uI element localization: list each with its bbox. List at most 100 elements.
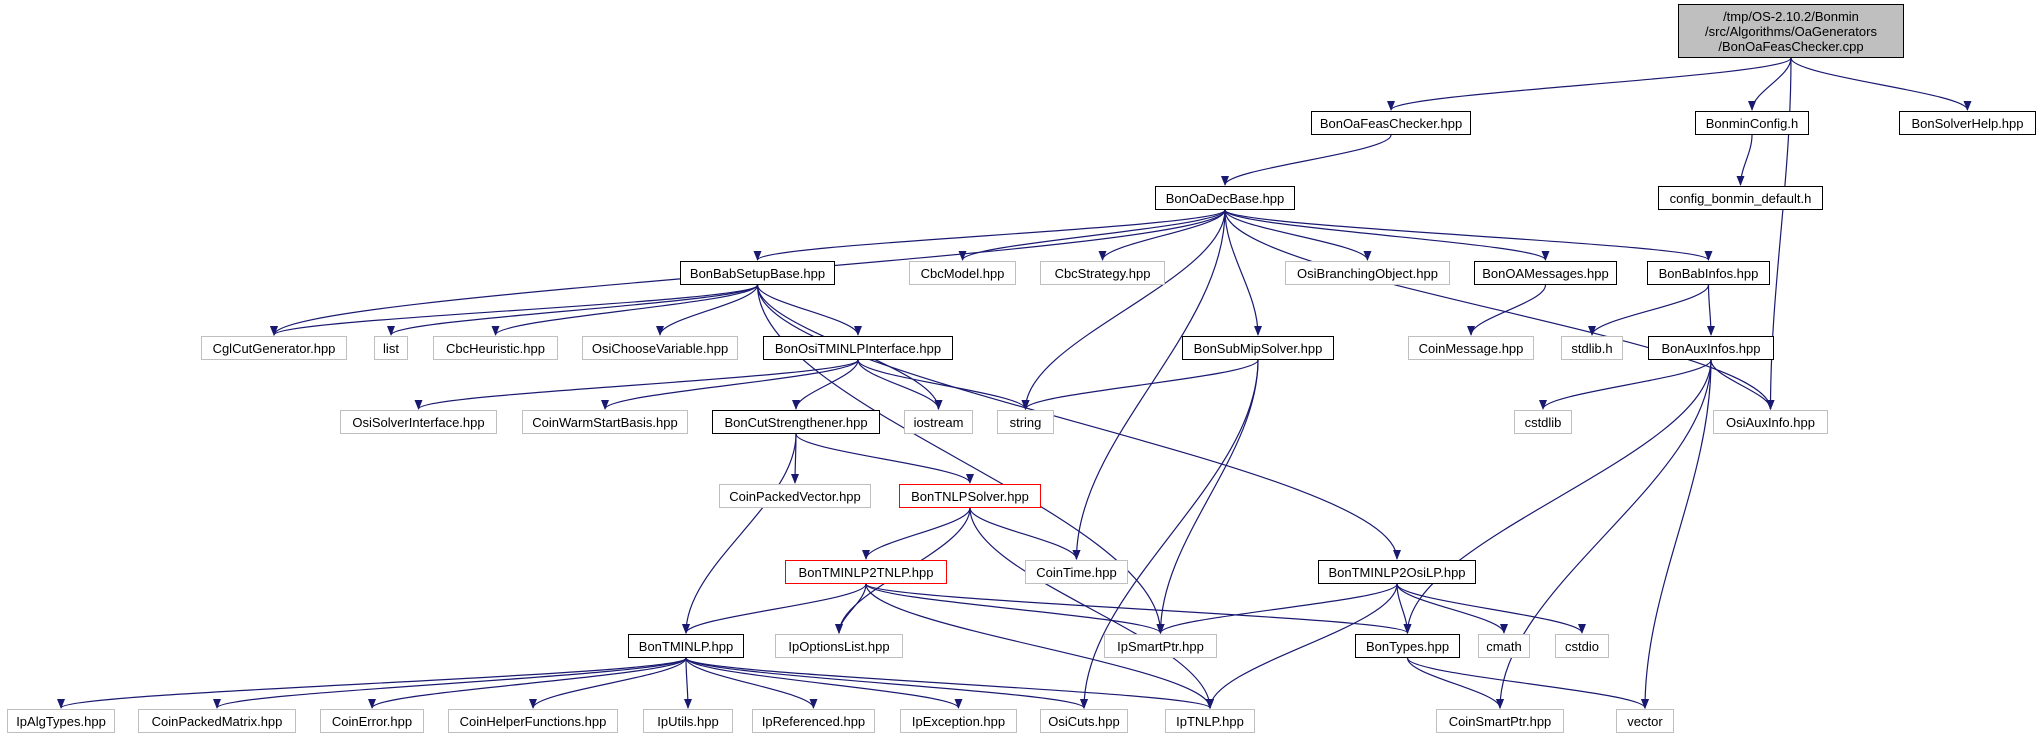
- file-node-osicuts-hpp: OsiCuts.hpp: [1040, 709, 1128, 733]
- edge-bonauxinfos-hpp-to-osiauxinfo-hpp: [1710, 359, 1775, 410]
- edge-root-to-bonminconfig-h: [1748, 57, 1792, 111]
- edge-bonoafeaschecker-hpp-to-bonoadecbase-hpp: [1221, 134, 1392, 186]
- edge-bonbabsetupbase-hpp-to-ipsmartptr-hpp: [756, 284, 1165, 634]
- file-node-cstdlib: cstdlib: [1514, 410, 1572, 434]
- node-label: BonTNLPSolver.hpp: [911, 488, 1029, 504]
- edge-bontminlp2osilp-hpp-to-ipsmartptr-hpp: [1156, 583, 1398, 634]
- node-label: OsiAuxInfo.hpp: [1726, 414, 1815, 430]
- file-node-bonsolverhelp-hpp[interactable]: BonSolverHelp.hpp: [1899, 111, 2036, 135]
- edge-bontminlp2tnlp-hpp-to-bontminlp-hpp: [682, 583, 867, 634]
- file-node-iptnlp-hpp: IpTNLP.hpp: [1165, 709, 1255, 733]
- file-node-ipreferenced-hpp: IpReferenced.hpp: [752, 709, 875, 733]
- node-label: vector: [1627, 713, 1663, 729]
- file-node-cointime-hpp: CoinTime.hpp: [1025, 560, 1128, 584]
- edge-root-to-osiauxinfo-hpp: [1766, 57, 1792, 410]
- file-node-bonbabinfos-hpp[interactable]: BonBabInfos.hpp: [1647, 261, 1770, 285]
- edge-bonoadecbase-hpp-to-cbcmodel-hpp: [958, 209, 1226, 261]
- edge-bontminlp-hpp-to-ipexception-hpp: [685, 657, 963, 709]
- node-label: BonSubMipSolver.hpp: [1193, 340, 1323, 356]
- node-label: BonBabSetupBase.hpp: [689, 265, 826, 281]
- edge-bontminlp-hpp-to-iptnlp-hpp: [685, 657, 1214, 709]
- node-label: BonOaDecBase.hpp: [1165, 190, 1285, 206]
- edge-bontminlp-hpp-to-coinerror-hpp: [368, 657, 687, 709]
- node-label: /tmp/OS-2.10.2/Bonmin /src/Algorithms/Oa…: [1705, 8, 1877, 54]
- edge-bontypes-hpp-to-vector: [1406, 657, 1649, 709]
- file-node-osichoosevariable-hpp: OsiChooseVariable.hpp: [582, 336, 738, 360]
- edge-bonbabinfos-hpp-to-stdlib-h: [1588, 284, 1710, 336]
- file-node-osiauxinfo-hpp: OsiAuxInfo.hpp: [1713, 410, 1828, 434]
- file-node-iostream: iostream: [904, 410, 973, 434]
- edge-bonauxinfos-hpp-to-bontypes-hpp: [1403, 359, 1712, 634]
- node-label: iostream: [913, 414, 964, 430]
- node-label: CbcStrategy.hpp: [1054, 265, 1151, 281]
- node-label: CoinError.hpp: [331, 713, 413, 729]
- node-label: IpSmartPtr.hpp: [1117, 638, 1204, 654]
- file-node-bontminlp2osilp-hpp[interactable]: BonTMINLP2OsiLP.hpp: [1318, 560, 1476, 584]
- edge-bonositminlpinterface-hpp-to-iostream: [857, 359, 943, 410]
- edge-bonositminlpinterface-hpp-to-string: [857, 359, 1030, 410]
- edge-bonbabsetupbase-hpp-to-bontminlp2osilp-hpp: [756, 284, 1401, 560]
- file-node-vector: vector: [1616, 709, 1674, 733]
- node-label: BonTMINLP2TNLP.hpp: [798, 564, 934, 580]
- file-node-ipexception-hpp: IpException.hpp: [900, 709, 1017, 733]
- file-node-boncutstrengthener-hpp[interactable]: BonCutStrengthener.hpp: [712, 410, 880, 434]
- node-label: IpAlgTypes.hpp: [16, 713, 106, 729]
- node-label: BonCutStrengthener.hpp: [724, 414, 868, 430]
- node-label: cmath: [1486, 638, 1522, 654]
- file-node-coinpackedvector-hpp: CoinPackedVector.hpp: [719, 484, 871, 508]
- edge-bonauxinfos-hpp-to-coinsmartptr-hpp: [1496, 359, 1712, 709]
- file-node-bonauxinfos-hpp[interactable]: BonAuxInfos.hpp: [1648, 336, 1774, 360]
- file-node-cbcmodel-hpp: CbcModel.hpp: [909, 261, 1016, 285]
- edge-bonbabsetupbase-hpp-to-list: [387, 284, 759, 336]
- file-node-bonminconfig-h[interactable]: BonminConfig.h: [1695, 111, 1809, 135]
- file-node-bontminlp-hpp[interactable]: BonTMINLP.hpp: [628, 634, 744, 658]
- file-node-stdlib-h: stdlib.h: [1561, 336, 1623, 360]
- node-label: BonBabInfos.hpp: [1658, 265, 1759, 281]
- file-node-osisolverinterface-hpp: OsiSolverInterface.hpp: [340, 410, 497, 434]
- file-node-bontypes-hpp[interactable]: BonTypes.hpp: [1355, 634, 1460, 658]
- edge-bonsubmipsolver-hpp-to-ipsmartptr-hpp: [1156, 359, 1259, 634]
- edge-bonositminlpinterface-hpp-to-boncutstrengthener-hpp: [792, 359, 859, 410]
- node-label: stdlib.h: [1571, 340, 1613, 356]
- file-node-cstdio: cstdio: [1555, 634, 1609, 658]
- file-node-coinmessage-hpp: CoinMessage.hpp: [1408, 336, 1534, 360]
- node-label: BonTMINLP.hpp: [638, 638, 734, 654]
- node-label: BonTMINLP2OsiLP.hpp: [1328, 564, 1466, 580]
- file-node-bonositminlpinterface-hpp[interactable]: BonOsiTMINLPInterface.hpp: [763, 336, 953, 360]
- node-label: CoinHelperFunctions.hpp: [459, 713, 607, 729]
- edge-bontminlp2osilp-hpp-to-cstdio: [1396, 583, 1586, 634]
- edge-bonoadecbase-hpp-to-osibranchingobject-hpp: [1224, 209, 1372, 261]
- node-label: IpReferenced.hpp: [761, 713, 866, 729]
- file-node-cbcstrategy-hpp: CbcStrategy.hpp: [1040, 261, 1165, 285]
- file-node-config-bonmin-default-h[interactable]: config_bonmin_default.h: [1658, 186, 1823, 210]
- edge-bontminlp2tnlp-hpp-to-ipsmartptr-hpp: [865, 583, 1165, 634]
- edge-bontminlp-hpp-to-ipreferenced-hpp: [685, 657, 818, 709]
- file-node-bonsubmipsolver-hpp[interactable]: BonSubMipSolver.hpp: [1182, 336, 1334, 360]
- file-node-cbcheuristic-hpp: CbcHeuristic.hpp: [433, 336, 558, 360]
- edge-bontnlpsolver-hpp-to-cointime-hpp: [969, 507, 1081, 560]
- edge-bonbabsetupbase-hpp-to-cbcheuristic-hpp: [491, 284, 759, 336]
- file-node-ipalgtypes-hpp: IpAlgTypes.hpp: [7, 709, 115, 733]
- root-file-node[interactable]: /tmp/OS-2.10.2/Bonmin /src/Algorithms/Oa…: [1678, 4, 1904, 58]
- node-label: CoinSmartPtr.hpp: [1448, 713, 1552, 729]
- file-node-bonbabsetupbase-hpp[interactable]: BonBabSetupBase.hpp: [680, 261, 835, 285]
- file-node-bonoamessages-hpp[interactable]: BonOAMessages.hpp: [1474, 261, 1617, 285]
- edge-bonoamessages-hpp-to-coinmessage-hpp: [1467, 284, 1547, 336]
- file-node-bonoafeaschecker-hpp[interactable]: BonOaFeasChecker.hpp: [1311, 111, 1471, 135]
- file-node-bontnlpsolver-hpp[interactable]: BonTNLPSolver.hpp: [899, 484, 1041, 508]
- node-label: BonOaFeasChecker.hpp: [1319, 115, 1463, 131]
- file-node-coinpackedmatrix-hpp: CoinPackedMatrix.hpp: [138, 709, 296, 733]
- edge-bontnlpsolver-hpp-to-bontminlp2tnlp-hpp: [862, 507, 971, 560]
- file-node-coinwarmstartbasis-hpp: CoinWarmStartBasis.hpp: [522, 410, 688, 434]
- file-node-bontminlp2tnlp-hpp[interactable]: BonTMINLP2TNLP.hpp: [785, 560, 947, 584]
- file-node-bonoadecbase-hpp[interactable]: BonOaDecBase.hpp: [1155, 186, 1295, 210]
- node-label: CoinPackedMatrix.hpp: [151, 713, 283, 729]
- node-label: CbcHeuristic.hpp: [446, 340, 545, 356]
- file-node-ipoptionslist-hpp: IpOptionsList.hpp: [775, 634, 903, 658]
- file-node-cglcutgenerator-hpp: CglCutGenerator.hpp: [201, 336, 347, 360]
- edge-bontminlp-hpp-to-iputils-hpp: [683, 657, 692, 709]
- node-label: config_bonmin_default.h: [1669, 190, 1812, 206]
- edge-bonoadecbase-hpp-to-cointime-hpp: [1072, 209, 1226, 560]
- node-label: BonAuxInfos.hpp: [1661, 340, 1761, 356]
